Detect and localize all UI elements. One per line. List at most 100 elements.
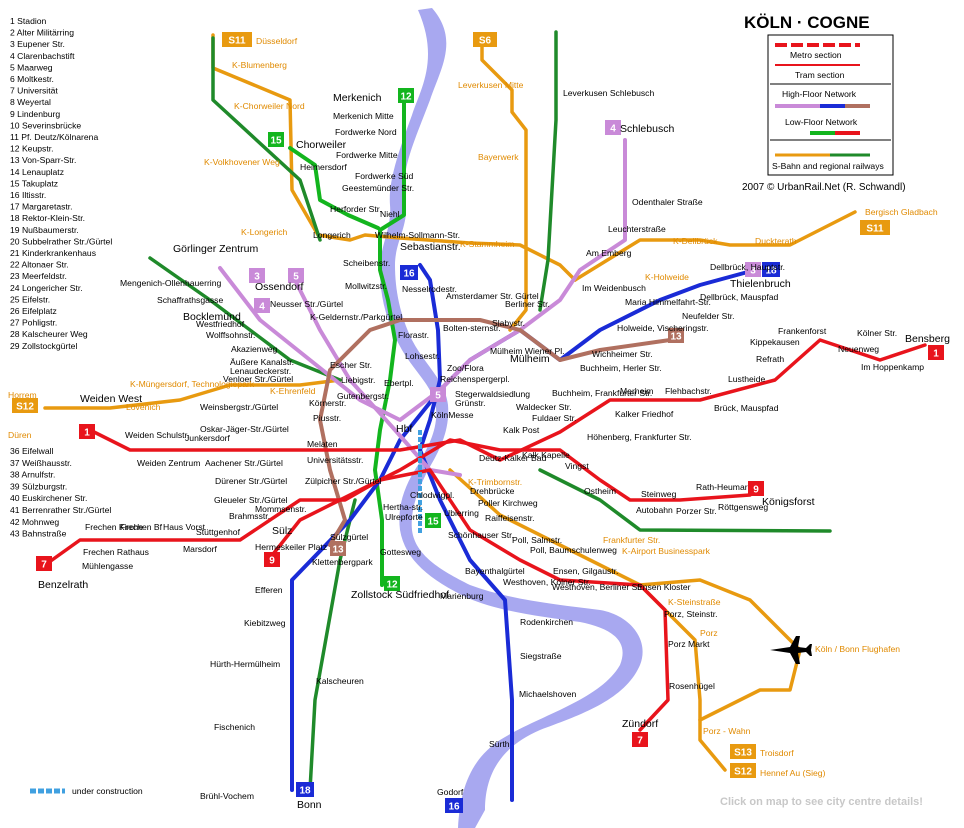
station-label[interactable]: Junkersdorf: [185, 433, 231, 443]
station-label[interactable]: Gleueler Str./Gürtel: [214, 495, 288, 505]
line-badge[interactable]: 3: [745, 262, 761, 277]
station-label[interactable]: Hbf: [396, 423, 412, 435]
station-label[interactable]: Körnerstr.: [309, 398, 346, 408]
station-label[interactable]: Wilhelm-Sollmann-Str.: [375, 230, 460, 240]
station-label[interactable]: Sürth: [489, 739, 510, 749]
line-badge[interactable]: 1: [928, 345, 944, 360]
station-label[interactable]: Frechen Kirche: [85, 522, 143, 532]
station-label[interactable]: Brück, Mauspfad: [714, 403, 779, 413]
station-label[interactable]: Efferen: [255, 585, 283, 595]
station-label[interactable]: Nesselrodestr.: [402, 284, 457, 294]
line-badge[interactable]: 18: [762, 262, 780, 277]
station-label[interactable]: Berliner Str.: [505, 299, 550, 309]
station-label[interactable]: Porz: [700, 628, 718, 638]
station-label[interactable]: K-Airport Businesspark: [622, 546, 711, 556]
line-badge[interactable]: 15: [425, 513, 441, 528]
station-label[interactable]: Gottesweg: [380, 547, 421, 557]
station-label[interactable]: Frankenforst: [778, 326, 827, 336]
line-badge[interactable]: 7: [36, 556, 52, 571]
station-label[interactable]: Bergisch Gladbach: [865, 207, 938, 217]
station-label[interactable]: Godorf: [437, 787, 464, 797]
station-label[interactable]: Fischenich: [214, 722, 255, 732]
line-badge[interactable]: S12: [12, 398, 38, 413]
station-label[interactable]: Düsseldorf: [256, 36, 298, 46]
station-label[interactable]: Kippekausen: [750, 337, 800, 347]
station-label[interactable]: Aachener Str./Gürtel: [205, 458, 283, 468]
station-label[interactable]: Fordwerke Süd: [355, 171, 413, 181]
station-label[interactable]: Schönhauser Str.: [448, 530, 514, 540]
station-label[interactable]: K-Longerich: [241, 227, 288, 237]
station-label[interactable]: Bayerwerk: [478, 152, 519, 162]
station-label[interactable]: K-Stammheim: [460, 239, 514, 249]
station-label[interactable]: Düren: [8, 430, 32, 440]
station-label[interactable]: Königsforst: [762, 496, 815, 508]
station-label[interactable]: Holweide, Vischeringstr.: [617, 323, 709, 333]
station-label[interactable]: Dürener Str./Gürtel: [215, 476, 287, 486]
station-label[interactable]: Vingst: [565, 461, 589, 471]
station-label[interactable]: Westhoven, Kölner Str.: [503, 577, 591, 587]
station-label[interactable]: Neuenweg: [838, 344, 879, 354]
station-label[interactable]: Maria Himmelfahrt-Str.: [625, 297, 711, 307]
station-label[interactable]: Akazienweg: [231, 344, 278, 354]
station-label[interactable]: Flehbachstr.: [665, 386, 712, 396]
station-label[interactable]: Chorweiler: [296, 139, 347, 151]
station-label[interactable]: Dellbrück, Mauspfad: [700, 292, 779, 302]
station-label[interactable]: Dellbrück, Hauptstr.: [710, 262, 785, 272]
station-label[interactable]: K-Geldernstr./Parkgürtel: [310, 312, 402, 322]
station-label[interactable]: Lövenich: [126, 402, 161, 412]
station-label[interactable]: Mülheim: [510, 353, 550, 365]
station-label[interactable]: Benzelrath: [38, 579, 88, 591]
station-label[interactable]: Ubierring: [444, 508, 479, 518]
line-badge[interactable]: 3: [249, 268, 265, 283]
station-label[interactable]: Poller Kirchweg: [478, 498, 538, 508]
station-label[interactable]: Geestemünder Str.: [342, 183, 414, 193]
station-label[interactable]: Frechen Rathaus: [83, 547, 149, 557]
station-label[interactable]: Kalk Post: [503, 425, 540, 435]
station-label[interactable]: Lohsestr.: [405, 351, 440, 361]
station-label[interactable]: Mühlengasse: [82, 561, 133, 571]
line-badge[interactable]: 13: [668, 328, 684, 343]
station-label[interactable]: Mengenich-Ollenhauerring: [120, 278, 221, 288]
station-label[interactable]: Zündorf: [622, 718, 658, 730]
station-label[interactable]: Neusser Str./Gürtel: [270, 299, 343, 309]
station-label[interactable]: Röttgensweg: [718, 502, 768, 512]
line-badge[interactable]: S6: [473, 32, 497, 47]
station-label[interactable]: Refrath: [756, 354, 784, 364]
line-badge[interactable]: 12: [384, 576, 400, 591]
station-label[interactable]: Troisdorf: [760, 748, 794, 758]
station-label[interactable]: Venloer Str./Gürtel: [223, 374, 293, 384]
station-label[interactable]: Weiden West: [80, 393, 142, 405]
station-label[interactable]: Ossendorf: [255, 281, 304, 293]
station-label[interactable]: Mülheim Wiener Pl.: [490, 346, 565, 356]
line-badge[interactable]: 4: [254, 298, 270, 313]
station-label[interactable]: Siegstraße: [520, 651, 562, 661]
station-label[interactable]: Bonn: [297, 799, 322, 811]
station-label[interactable]: Hennef Au (Sieg): [760, 768, 826, 778]
station-label[interactable]: Porz - Wahn: [703, 726, 751, 736]
station-label[interactable]: Liebigstr.: [341, 375, 375, 385]
station-label[interactable]: Raiffeisenstr.: [485, 513, 535, 523]
station-label[interactable]: Rosenhügel: [669, 681, 715, 691]
station-label[interactable]: Kiebitzweg: [244, 618, 286, 628]
station-label[interactable]: Lustheide: [728, 374, 765, 384]
station-label[interactable]: Merkenich: [333, 92, 382, 104]
station-label[interactable]: Frechen Bf: [120, 522, 163, 532]
station-label[interactable]: K-Steinstraße: [668, 597, 721, 607]
station-label[interactable]: Lenaudeckerstr.: [230, 366, 291, 376]
line-badge[interactable]: S11: [860, 220, 890, 235]
station-label[interactable]: Michaelshoven: [519, 689, 577, 699]
station-label[interactable]: Bolten-sternstr.: [443, 323, 501, 333]
line-badge[interactable]: 5: [430, 387, 446, 402]
station-label[interactable]: Universitätsstr.: [307, 455, 363, 465]
station-label[interactable]: Slabystr.: [492, 318, 525, 328]
station-label[interactable]: Rath-Heumar: [696, 482, 748, 492]
station-label[interactable]: Grünstr.: [455, 398, 486, 408]
station-label[interactable]: Im Weidenbusch: [582, 283, 646, 293]
station-label[interactable]: Porzer Str.: [676, 506, 717, 516]
station-label[interactable]: Thielenbruch: [730, 278, 791, 290]
station-label[interactable]: Zollstock Südfriedhof: [351, 589, 449, 601]
station-label[interactable]: Hermeskeiler Platz: [255, 542, 327, 552]
station-label[interactable]: Buchheim, Frankfurter Str.: [552, 388, 652, 398]
station-label[interactable]: Westfriedhof: [196, 319, 245, 329]
line-badge[interactable]: 9: [748, 481, 764, 496]
